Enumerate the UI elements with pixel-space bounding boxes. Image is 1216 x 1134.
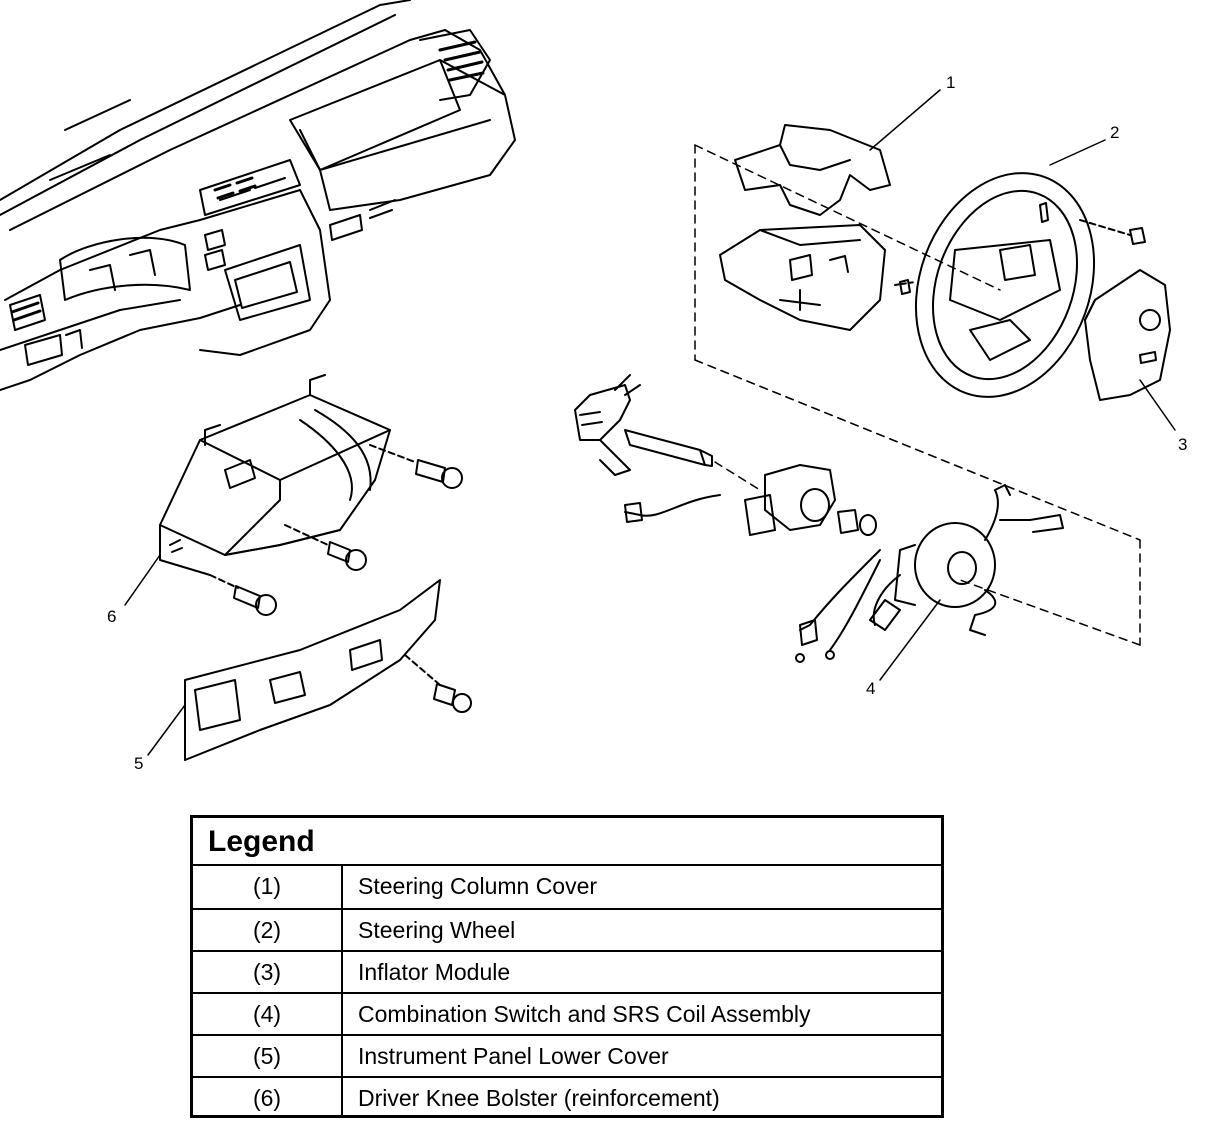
legend-row: (3) Inflator Module bbox=[193, 950, 941, 992]
legend-number: (2) bbox=[193, 910, 343, 950]
legend-row: (4) Combination Switch and SRS Coil Asse… bbox=[193, 992, 941, 1034]
callout-3: 3 bbox=[1178, 435, 1187, 454]
legend-row: (5) Instrument Panel Lower Cover bbox=[193, 1034, 941, 1076]
leader-lines bbox=[124, 89, 1176, 756]
legend-table: Legend (1) Steering Column Cover (2) Ste… bbox=[190, 815, 944, 1118]
legend-description: Driver Knee Bolster (reinforcement) bbox=[358, 1085, 720, 1111]
legend-row: (2) Steering Wheel bbox=[193, 908, 941, 950]
legend-number: (5) bbox=[193, 1036, 343, 1076]
callout-1: 1 bbox=[946, 73, 955, 92]
combination-switch bbox=[624, 464, 1064, 663]
lower-cover bbox=[184, 579, 472, 761]
legend-number: (4) bbox=[193, 994, 343, 1034]
legend-description: Inflator Module bbox=[358, 959, 511, 985]
steering-column-cover bbox=[719, 124, 916, 331]
callout-2: 2 bbox=[1110, 123, 1119, 142]
legend-description: Steering Wheel bbox=[358, 917, 516, 943]
legend-number: (6) bbox=[193, 1078, 343, 1118]
exploded-view-drawing: 1 2 3 4 5 6 bbox=[0, 0, 1187, 773]
knee-bolster bbox=[159, 374, 391, 576]
inflator-module bbox=[1084, 269, 1171, 401]
callout-5: 5 bbox=[134, 754, 143, 773]
instrument-panel bbox=[0, 0, 516, 391]
callout-4: 4 bbox=[866, 679, 875, 698]
assembly-guide-lines bbox=[694, 144, 1141, 646]
legend-description: Steering Column Cover bbox=[358, 873, 598, 899]
legend-title: Legend bbox=[193, 818, 941, 866]
mounting-bolts bbox=[209, 444, 463, 616]
legend-description: Instrument Panel Lower Cover bbox=[358, 1043, 669, 1069]
legend-number: (1) bbox=[193, 866, 343, 908]
legend-row: (6) Driver Knee Bolster (reinforcement) bbox=[193, 1076, 941, 1118]
steering-column bbox=[574, 374, 713, 476]
legend-number: (3) bbox=[193, 952, 343, 992]
legend-description: Combination Switch and SRS Coil Assembly bbox=[358, 1001, 811, 1027]
steering-wheel bbox=[914, 172, 1146, 398]
legend-row: (1) Steering Column Cover bbox=[193, 866, 941, 908]
callout-6: 6 bbox=[107, 607, 116, 626]
